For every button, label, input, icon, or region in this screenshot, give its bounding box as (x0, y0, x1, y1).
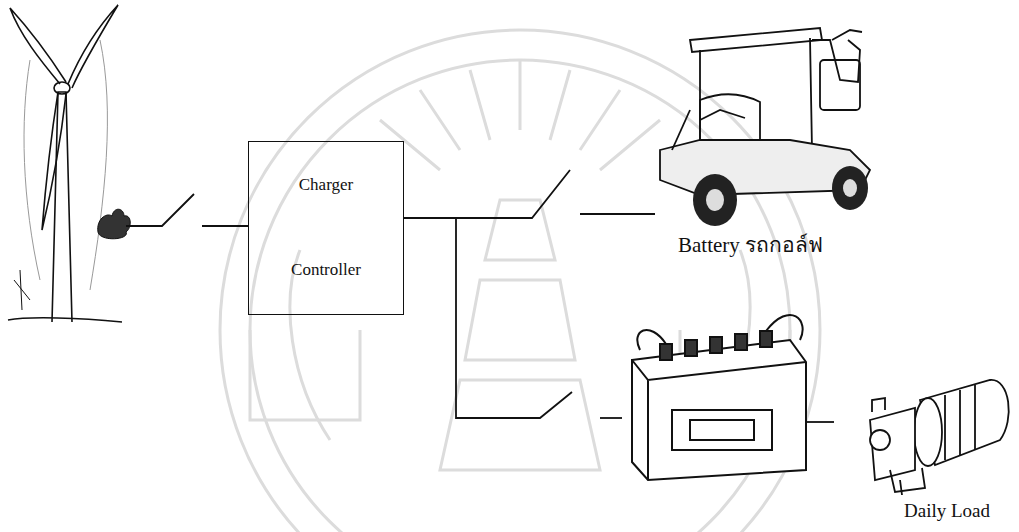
device-caption: Daily Load (904, 500, 990, 522)
tree-icon (98, 209, 131, 239)
controller-box: Charger Controller (248, 141, 404, 315)
watermark-seal (220, 30, 820, 532)
pump (870, 380, 1009, 495)
golf-cart (660, 28, 870, 195)
box-label: Charger Controller (249, 142, 403, 312)
battery (632, 315, 806, 480)
wind-turbine (8, 5, 122, 322)
device-caption: Battery รถกอล์ฟ (678, 228, 823, 261)
cart-wheels (693, 166, 868, 226)
